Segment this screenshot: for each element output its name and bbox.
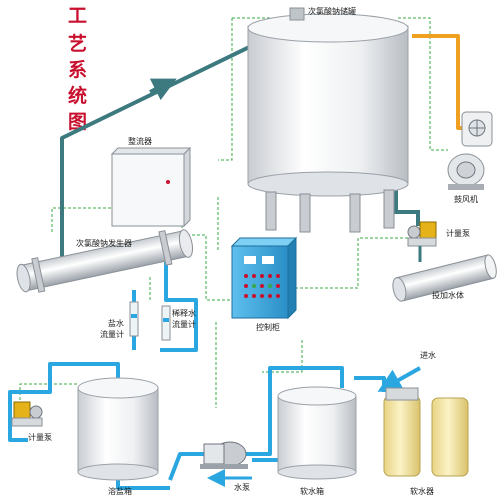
label-brine-flowmeter-1: 盐水 <box>108 318 124 328</box>
product-pipe <box>60 34 273 262</box>
title-char-2: 艺 <box>68 33 87 55</box>
label-metering-pump-left: 计量泵 <box>28 432 52 442</box>
soft-water-tank <box>277 386 357 480</box>
water-pump <box>200 441 248 469</box>
generator <box>16 229 194 293</box>
air-pipe <box>412 34 470 130</box>
tank-outlet-pipe <box>394 182 420 226</box>
label-salt-tank: 溶盐箱 <box>108 486 132 496</box>
soft-water-inlet-pipe <box>354 376 386 392</box>
label-soft-water-tank: 软水箱 <box>300 486 324 496</box>
title-char-1: 工 <box>68 5 87 27</box>
salt-tank <box>77 377 159 481</box>
label-dilution-flowmeter-1: 稀释水 <box>172 308 196 318</box>
label-water-inlet: 进水 <box>420 350 436 360</box>
signal-wire-pump-top <box>290 237 418 289</box>
signal-wire-blower <box>398 17 448 151</box>
signal-wire-metering-left <box>19 383 78 400</box>
label-dosing-point: 投加水体 <box>432 290 464 300</box>
label-control-cabinet: 控制柜 <box>256 322 280 332</box>
signal-wire-tank <box>218 18 233 161</box>
label-metering-pump-top: 计量泵 <box>446 228 470 238</box>
signal-wire-cabinet-down <box>262 340 303 373</box>
pump-inlet-pipe <box>168 452 208 481</box>
metering-pump-top <box>407 221 437 247</box>
metering-pump-left <box>11 401 43 427</box>
dosing-water-body <box>392 254 497 302</box>
control-cabinet <box>230 236 298 320</box>
inlet-arrow <box>377 366 421 392</box>
label-generator: 次氯酸钠发生器 <box>76 238 132 248</box>
label-brine-flowmeter-2: 流量计 <box>100 329 124 339</box>
title-char-4: 统 <box>68 84 87 107</box>
blower <box>447 111 493 190</box>
label-water-pump: 水泵 <box>234 482 250 492</box>
softener <box>383 387 469 477</box>
pump-outlet-pipe <box>246 366 344 456</box>
flowmeters <box>129 301 171 341</box>
signal-wire-generator <box>51 207 112 232</box>
label-dilution-flowmeter-2: 流量计 <box>172 319 196 329</box>
label-storage-tank: 次氯酸钠储罐 <box>308 6 356 16</box>
label-rectifier: 整流器 <box>128 136 152 146</box>
dilution-water-pipe <box>160 262 198 352</box>
label-blower: 鼓风机 <box>454 194 478 204</box>
label-softener: 软水器 <box>410 486 434 496</box>
salt-tank-feed-pipe <box>8 362 120 442</box>
rectifier <box>110 146 192 228</box>
product-pipe-arrow <box>149 78 177 101</box>
storage-tank <box>247 7 409 233</box>
title-char-3: 系 <box>68 59 87 81</box>
